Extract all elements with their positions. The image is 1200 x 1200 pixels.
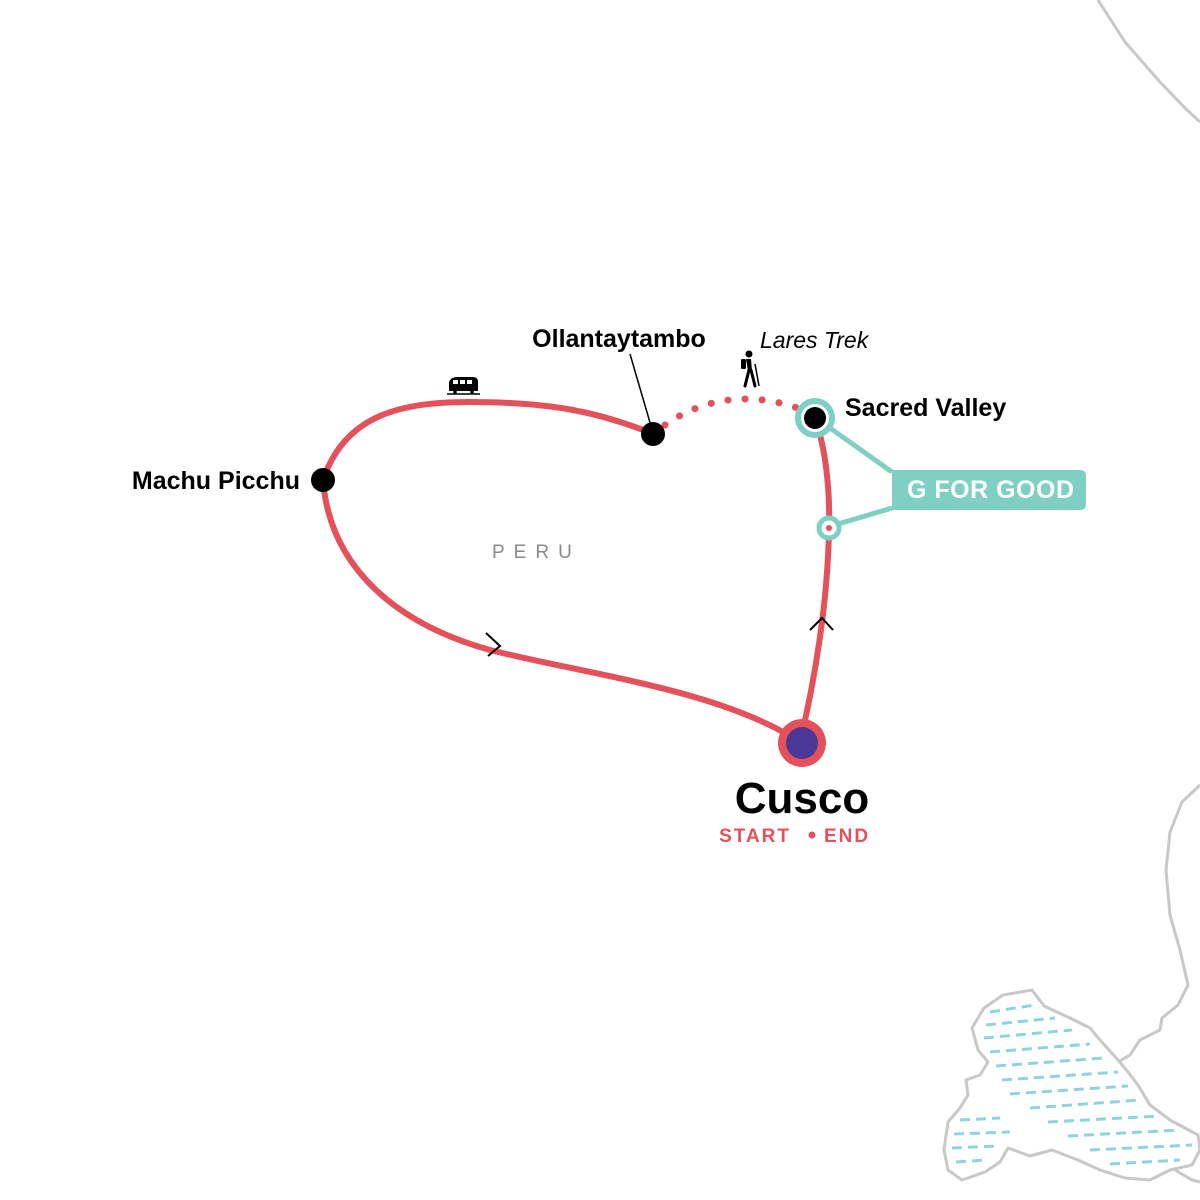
country-label: PERU xyxy=(492,542,581,563)
route-cusco-to-sacred-valley xyxy=(797,415,833,745)
label-start: START xyxy=(719,826,791,847)
label-ollantaytambo: Ollantaytambo xyxy=(532,325,706,353)
hiker-icon xyxy=(741,350,760,388)
label-end: END xyxy=(824,826,870,847)
lake-titicaca xyxy=(942,988,1200,1182)
arrow-east-icon xyxy=(485,632,502,657)
stop-ollantaytambo xyxy=(641,422,665,446)
direction-arrows xyxy=(485,616,834,657)
badge-text: G FOR GOOD xyxy=(907,476,1075,504)
cusco-start-end: START END xyxy=(719,826,870,847)
route xyxy=(320,395,833,745)
g-for-good-connectors xyxy=(828,425,894,527)
lake-water-lines xyxy=(951,1003,1193,1166)
label-sacred-valley: Sacred Valley xyxy=(845,394,1006,422)
border-northeast xyxy=(1096,0,1200,124)
label-lares-trek: Lares Trek xyxy=(760,327,870,353)
route-machu-to-cusco xyxy=(320,477,803,745)
border-southeast xyxy=(1117,783,1200,1064)
stop-cusco xyxy=(786,727,818,759)
ollantaytambo-leader xyxy=(629,353,652,427)
stops xyxy=(311,398,842,767)
country-borders xyxy=(1096,0,1200,1184)
label-cusco: Cusco xyxy=(735,774,869,823)
arrow-north-icon xyxy=(809,616,834,631)
stop-good-activity-dot xyxy=(826,525,832,531)
route-machu-to-ollantaytambo xyxy=(320,398,656,483)
train-icon xyxy=(447,377,480,395)
g-for-good-badge: G FOR GOOD xyxy=(892,470,1086,510)
stop-sacred-valley xyxy=(804,407,826,429)
stop-machu-picchu xyxy=(311,468,335,492)
label-machu-picchu: Machu Picchu xyxy=(132,467,300,495)
badge-shape xyxy=(892,470,1086,510)
route-trek-dotted xyxy=(661,395,812,429)
separator-dot xyxy=(808,831,816,839)
